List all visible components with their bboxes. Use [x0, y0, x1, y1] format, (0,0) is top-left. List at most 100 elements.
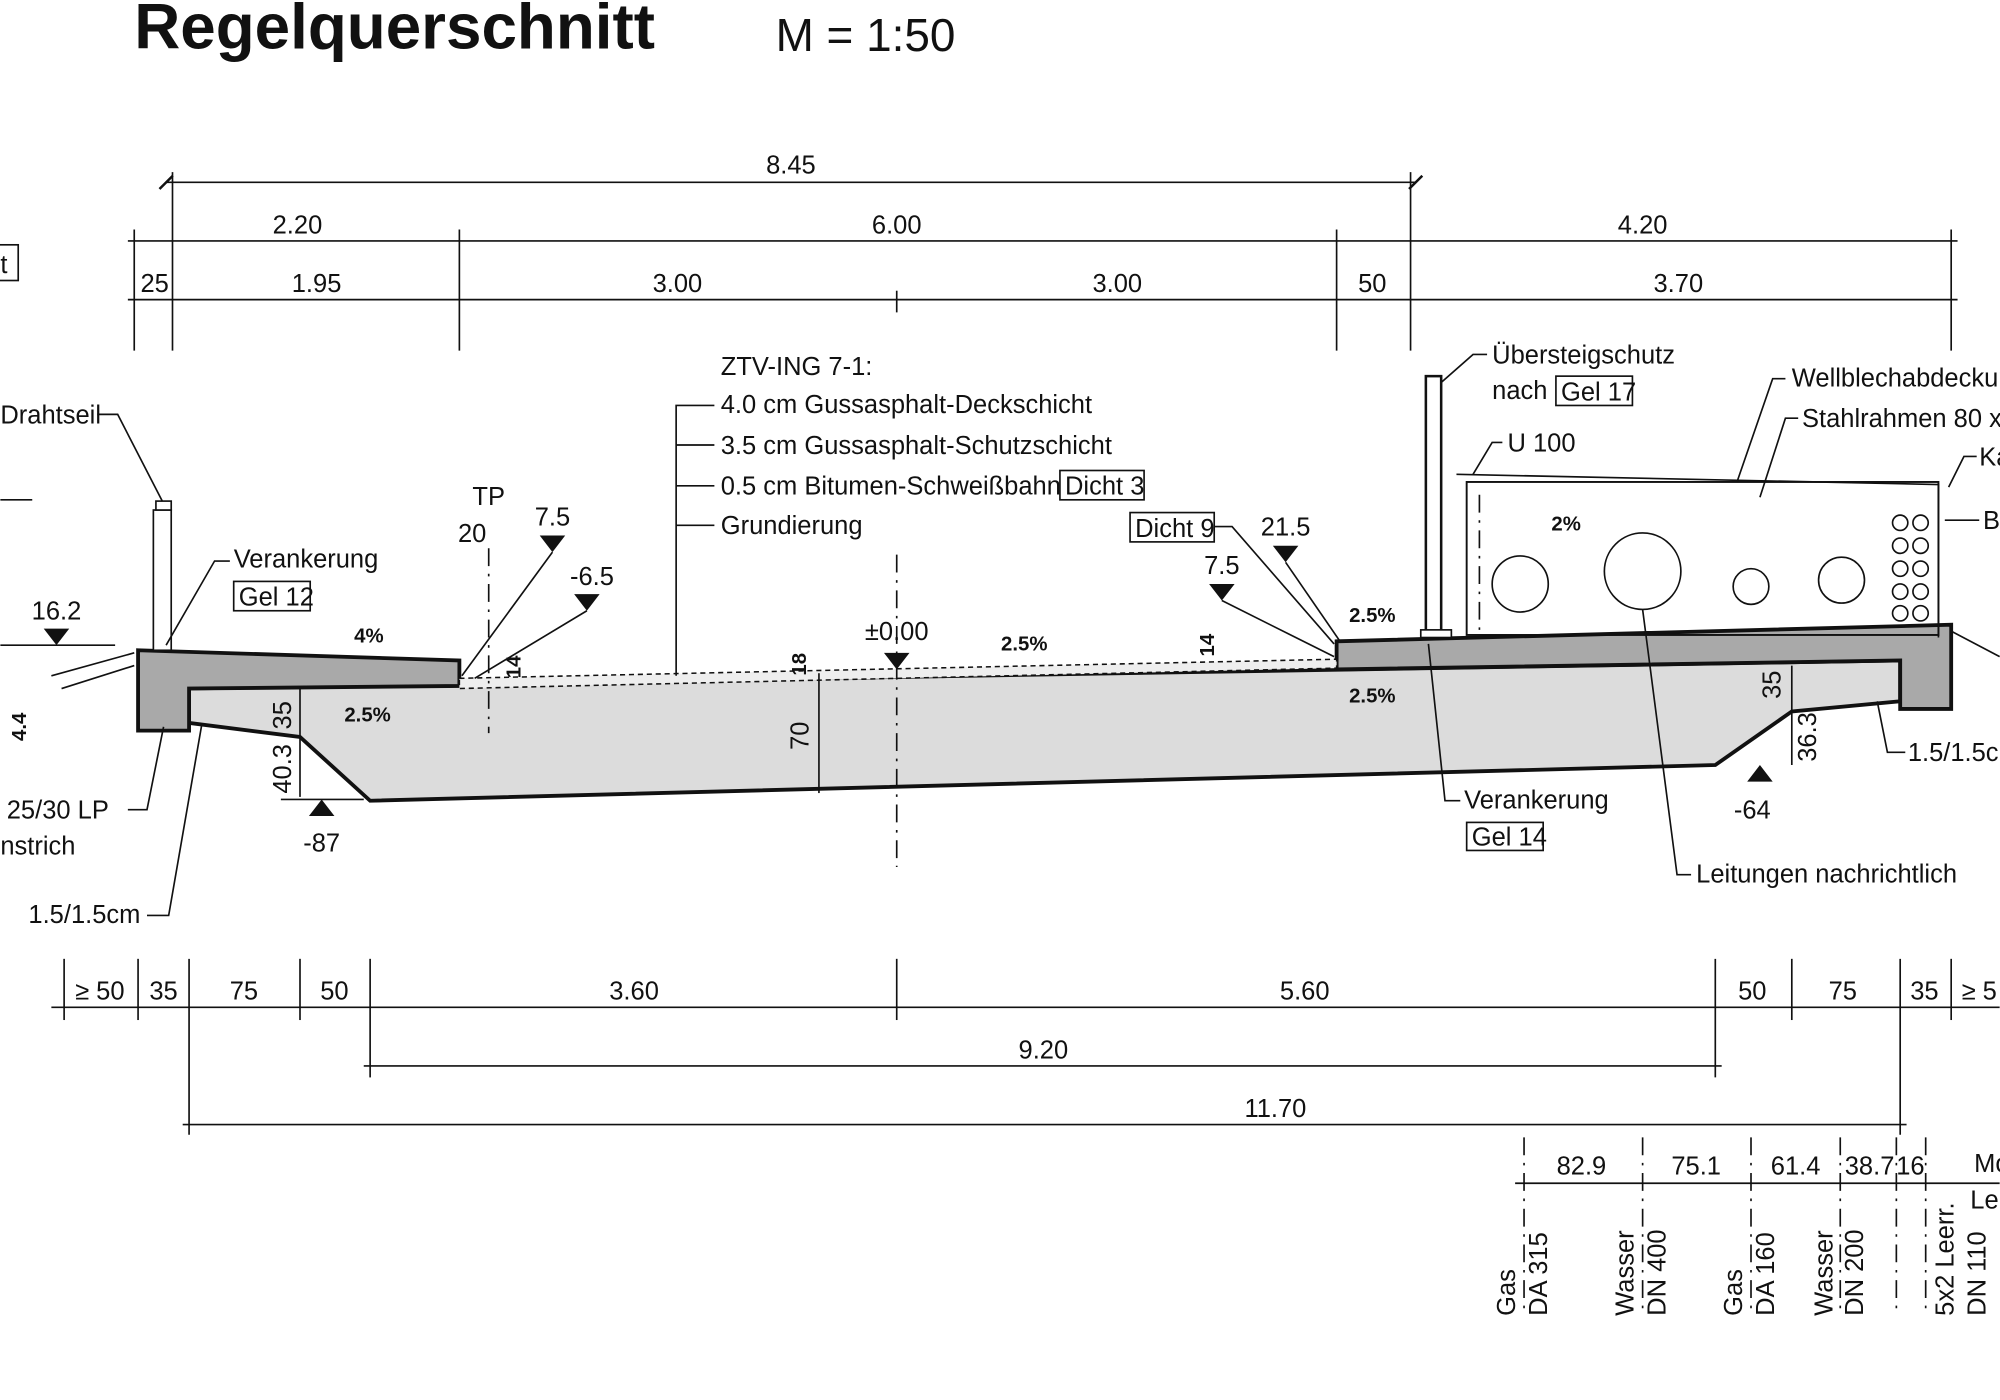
left-annotations: Drahtseil Verankerung Gel 12 25/30 LP ns…: [0, 401, 378, 929]
asphalt-layer: [458, 658, 1338, 690]
dim-bottom-11-70: 11.70: [1244, 1095, 1306, 1123]
railing-cap: [155, 500, 173, 511]
label-utilities: Leitungen nachrichtlich: [1696, 860, 1957, 888]
dim-bottom: 3.60: [609, 978, 659, 1006]
dim-row3: 50: [1358, 270, 1386, 298]
label-anchoring-right: Verankerung: [1464, 786, 1609, 814]
slope-labels: 4% 2.5% 2.5% 2.5% 2.5% 2%: [344, 513, 1581, 726]
utility-size: DN 400: [1644, 1229, 1672, 1315]
dim-bottom: 35: [149, 978, 177, 1006]
layer-item: Grundierung: [721, 512, 863, 540]
dim-vertical: 35: [269, 701, 297, 729]
dim-utility: 75.1: [1671, 1152, 1721, 1180]
utility-type: 5x2 Leerr.: [1932, 1202, 1960, 1315]
label-overclimb: Übersteigschutz: [1492, 341, 1675, 369]
dim-row3: 3.70: [1654, 270, 1704, 298]
dim-bottom: 35: [1910, 978, 1938, 1006]
dim-bottom: 50: [1738, 978, 1766, 1006]
label-nach: nach: [1492, 377, 1547, 405]
dim-row3: 3.00: [1092, 270, 1142, 298]
dim-vertical: 35: [1758, 671, 1786, 699]
ref-dicht-9: Dicht 9: [1135, 515, 1214, 543]
level-left-edge: 16.2: [32, 598, 82, 626]
slope: 2%: [1551, 513, 1580, 535]
utility-size: DN 110: [1964, 1231, 1992, 1316]
level-right-bottom: -64: [1734, 797, 1771, 825]
label-chamfer-right: 1.5/1.5c: [1908, 739, 1999, 767]
dim-bottom: ≥ 5: [1962, 978, 1997, 1006]
drawing-title: Regelquerschnitt: [134, 0, 655, 62]
label-bl: Bl: [1983, 507, 2000, 535]
bridge-section: [51, 374, 2000, 868]
ref-dicht-3: Dicht 3: [1065, 473, 1144, 501]
level-left-bottom: -87: [303, 830, 340, 858]
overclimb-protection-post: [1424, 374, 1443, 639]
dim-utility: 38.7: [1845, 1152, 1895, 1180]
dim-vertical: 40.3: [269, 744, 297, 794]
utility-header: Mo: [1974, 1150, 2000, 1178]
dim-bottom: 50: [320, 978, 348, 1006]
label-coating: nstrich: [0, 832, 75, 860]
dim-utility: 16: [1896, 1152, 1924, 1180]
utility-header: Lei: [1970, 1187, 2000, 1215]
level-kerb-top: 7.5: [535, 503, 570, 531]
dim-bottom: 75: [1829, 978, 1857, 1006]
dim-utility: 61.4: [1771, 1152, 1821, 1180]
label-wire-rope: Drahtseil: [0, 401, 101, 429]
slope: 2.5%: [1349, 686, 1395, 708]
level-markers: 16.2 TP 20 7.5 -6.5 ±0.00 21.5 7.5 -87 -…: [0, 483, 1773, 858]
pipe-gas-160: [1732, 567, 1770, 606]
dim-vertical: 18: [789, 653, 811, 676]
utility-type: Gas: [1493, 1269, 1521, 1316]
label-steel-frame: Stahlrahmen 80 x: [1802, 405, 2000, 433]
label-corrugated-cover: Wellblechabdeckung: [1792, 364, 2000, 392]
inner-dimensions: 35 40.3 70 18 14 14 35 36.3 4.4: [9, 633, 1822, 797]
label-chamfer-left: 1.5/1.5cm: [28, 901, 140, 929]
dim-vertical: 4.4: [9, 712, 31, 741]
label-ka: Ka: [1979, 443, 2000, 471]
pavement-spec: ZTV-ING 7-1: 4.0 cm Gussasphalt-Deckschi…: [675, 353, 1335, 676]
dim-vertical: 14: [1197, 633, 1219, 656]
dim-vertical: 36.3: [1794, 712, 1822, 762]
dim-utility: 82.9: [1557, 1152, 1607, 1180]
dim-row2: 2.20: [273, 211, 323, 239]
label-u100: U 100: [1507, 429, 1575, 457]
drawing-scale: M = 1:50: [776, 9, 956, 61]
left-box-text: t: [0, 251, 7, 279]
dim-overall: 8.45: [766, 151, 816, 179]
level-tp: TP: [472, 483, 505, 511]
label-concrete: 25/30 LP: [7, 797, 109, 825]
dim-bottom: ≥ 50: [75, 978, 124, 1006]
right-annotations: Übersteigschutz nach Gel 17 U 100 Wellbl…: [1427, 341, 2000, 888]
dim-row2: 4.20: [1618, 211, 1668, 239]
ref-gel-14: Gel 14: [1472, 823, 1547, 851]
top-dimensions: 8.45 2.20 6.00 4.20 25 1.95 3.00 3.00 50…: [127, 151, 1958, 351]
level-axis: ±0.00: [865, 618, 929, 646]
slope: 2.5%: [1001, 633, 1047, 655]
right-cap: [1334, 622, 1954, 711]
layer-item: 4.0 cm Gussasphalt-Deckschicht: [721, 391, 1092, 419]
dim-bottom-9-20: 9.20: [1019, 1036, 1069, 1064]
bottom-dimensions: ≥ 50 35 75 50 3.60 5.60 50 75 35 ≥ 5 9.2…: [51, 958, 2000, 1135]
ref-gel-12: Gel 12: [239, 584, 314, 612]
dim-bottom: 75: [230, 978, 258, 1006]
cable-trough: [1456, 473, 1940, 638]
utility-type: Wasser: [1811, 1230, 1839, 1316]
left-cap: [136, 648, 462, 733]
level-right-top: 21.5: [1261, 514, 1311, 542]
dim-row3: 3.00: [653, 270, 703, 298]
dim-row3: 25: [140, 270, 168, 298]
layer-item: 0.5 cm Bitumen-Schweißbahn: [721, 473, 1061, 501]
label-anchoring-left: Verankerung: [234, 545, 379, 573]
utility-dimensions: 82.9 75.1 61.4 38.7 16 Mo Lei Gas DA 315…: [1493, 1137, 2000, 1316]
level-right-kerb: 7.5: [1204, 552, 1239, 580]
dim-bottom: 5.60: [1280, 978, 1330, 1006]
pipe-water-400: [1603, 532, 1682, 611]
ref-gel-17: Gel 17: [1561, 378, 1636, 406]
railing-post: [152, 509, 173, 652]
slope: 2.5%: [1349, 605, 1395, 627]
pipe-gas-315: [1491, 555, 1550, 613]
ztv-heading: ZTV-ING 7-1:: [721, 353, 873, 381]
slope: 4%: [354, 626, 383, 648]
